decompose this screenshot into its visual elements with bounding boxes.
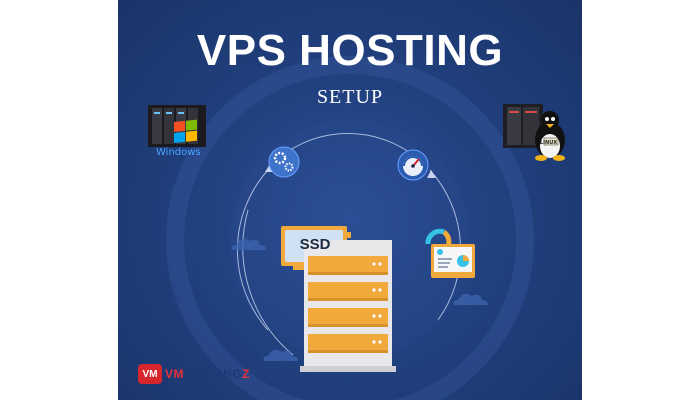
vps-hosting-banner: VPS HOSTING SETUP Windows LINUX SSD VM V… xyxy=(118,0,582,400)
cloud-icon xyxy=(231,238,266,250)
cloud-icon xyxy=(263,349,298,361)
brand-suffix: Z xyxy=(242,367,251,381)
brand-middle: HOSTING xyxy=(184,367,243,381)
ssd-label: SSD xyxy=(299,236,331,253)
windows-label: Windows xyxy=(156,147,201,158)
brand-logo[interactable]: VM VMHOSTINGZ xyxy=(138,363,250,385)
brand-prefix: VM xyxy=(165,367,184,381)
orbit-arrow-right xyxy=(427,170,436,178)
windows-logo-icon xyxy=(174,119,197,143)
gears-icon xyxy=(268,146,300,178)
orbit-arc-right xyxy=(429,169,462,321)
cloud-icon xyxy=(453,293,488,305)
analytics-dashboard-icon xyxy=(425,228,475,278)
brand-mark-icon: VM xyxy=(138,364,162,384)
linux-label: LINUX xyxy=(540,140,558,146)
orbit-arc-left-outer xyxy=(242,209,294,356)
linux-penguin-icon xyxy=(535,111,565,161)
speedometer-icon xyxy=(397,149,429,181)
server-stack-icon xyxy=(300,240,396,372)
banner-subtitle: SETUP xyxy=(316,86,384,108)
banner-artwork xyxy=(148,56,565,400)
banner-title: VPS HOSTING xyxy=(196,26,504,75)
watermark-ring xyxy=(166,56,534,400)
brand-wordmark: VMHOSTINGZ xyxy=(165,367,250,381)
